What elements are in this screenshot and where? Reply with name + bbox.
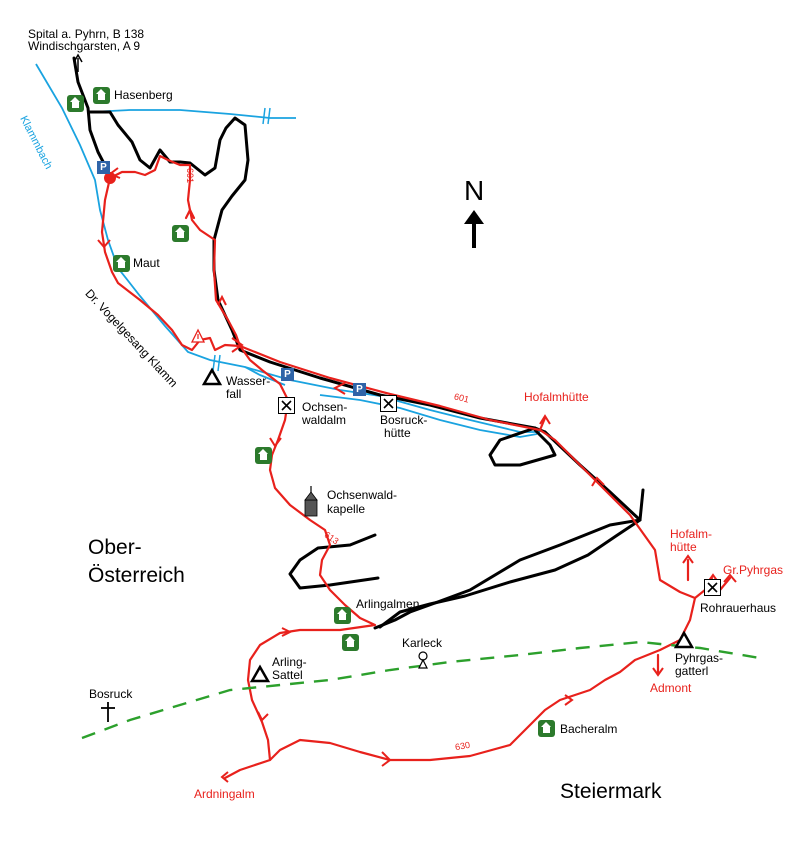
hut-icon-maut	[113, 255, 130, 272]
stream-lower-branch	[319, 394, 538, 438]
road-branch-east	[373, 426, 642, 630]
hut-icon-ochsenwald	[255, 447, 272, 464]
label-grpyhrgas: Gr.Pyhrgas	[723, 563, 784, 577]
label-hofalm2-1: Hofalm-	[670, 527, 713, 541]
arlingsattel-triangle	[249, 664, 271, 683]
trail-top	[108, 154, 697, 600]
trail-ochsenwald	[223, 344, 377, 780]
north-label: N	[464, 175, 485, 206]
cross-icon	[101, 702, 115, 722]
trail-klamm	[100, 176, 242, 352]
start-point	[104, 172, 116, 184]
trail-hofalmhuette	[538, 416, 547, 432]
north-arrow-icon	[464, 210, 484, 248]
label-hasenberg: Hasenberg	[114, 88, 173, 102]
label-bacheralm: Bacheralm	[560, 722, 618, 736]
hut-icon-arlingalmen-2	[342, 634, 359, 651]
label-pyhrgasgatterl-2: gatterl	[675, 664, 709, 678]
state-border	[81, 640, 761, 740]
label-wasserfall-2: fall	[226, 387, 242, 401]
warning-icon	[190, 328, 206, 343]
label-maut: Maut	[133, 256, 160, 270]
hut-icon-hasenberg-2	[93, 87, 110, 104]
road-loop	[88, 110, 547, 434]
trail-630	[268, 588, 707, 762]
peaks	[201, 367, 695, 683]
pyhrgasgatterl-triangle	[673, 630, 695, 649]
label-kapelle-1: Ochsenwald-	[327, 488, 398, 502]
label-pyhrgasgatterl-1: Pyhrgas-	[675, 651, 724, 665]
label-arlingsattel-2: Sattel	[272, 668, 303, 682]
hut-icon-arlingalmen-1	[334, 607, 351, 624]
region-oberoesterreich-1: Ober-	[88, 536, 142, 559]
label-kapelle-2: kapelle	[327, 502, 366, 516]
label-bosruckhuette-1: Bosruck-	[380, 413, 428, 427]
label-arlingsattel-1: Arling-	[272, 655, 307, 669]
wasserfall-triangle	[201, 367, 223, 386]
road-end-arlingalmen	[288, 488, 645, 629]
restaurant-icon-bosruckhuette	[380, 395, 397, 412]
hut-icon-bacheralm	[538, 720, 555, 737]
label-wasserfall-1: Wasser-	[226, 374, 271, 388]
access-label-1: Spital a. Pyhrn, B 138	[28, 27, 145, 41]
label-bosruckhuette-2: hütte	[384, 426, 411, 440]
streams	[35, 63, 540, 438]
label-ochsenwaldalm-1: Ochsen-	[302, 400, 348, 414]
main-road	[72, 56, 112, 177]
label-arlingalmen: Arlingalmen	[356, 597, 420, 611]
klammbach-stream	[35, 63, 540, 433]
label-karleck: Karleck	[402, 636, 443, 650]
roads	[72, 56, 645, 630]
parking-icon-start: P	[97, 161, 110, 174]
trail-number-601-vertical: 601	[185, 168, 195, 184]
label-ochsenwaldalm-2: waldalm	[302, 413, 347, 427]
hut-icon-601	[172, 225, 189, 242]
trails	[100, 154, 732, 780]
chapel-icon	[304, 486, 318, 517]
parking-icon-wasserfall: P	[281, 368, 294, 381]
label-bosruck: Bosruck	[89, 687, 133, 701]
hasenberg-stream	[89, 109, 296, 119]
access-label-2: Windischgarsten, A 9	[28, 39, 141, 53]
stream-bridges	[212, 107, 271, 372]
label-ardningalm: Ardningalm	[194, 787, 255, 801]
label-hofalm2-2: hütte	[670, 540, 697, 554]
region-oberoesterreich-2: Österreich	[88, 564, 185, 587]
access-arrow	[73, 53, 83, 72]
summit-icon	[418, 651, 428, 669]
trail-601-arrow	[184, 208, 196, 220]
region-steiermark: Steiermark	[560, 780, 662, 803]
parking-icon-road: P	[353, 383, 366, 396]
restaurant-icon-rohrauerhaus	[704, 579, 721, 596]
hut-icon-hasenberg-1	[67, 95, 84, 112]
trail-arrows	[97, 167, 737, 783]
label-hofalmhuette: Hofalmhütte	[524, 390, 589, 404]
label-rohrauerhaus: Rohrauerhaus	[700, 601, 777, 615]
label-admont: Admont	[650, 681, 692, 695]
restaurant-icon-ochsenwaldalm	[278, 397, 295, 414]
